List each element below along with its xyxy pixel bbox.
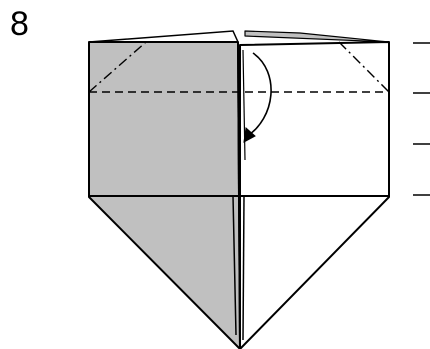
step-number: 8 bbox=[10, 5, 29, 43]
center-inner-edge-left bbox=[232, 195, 237, 336]
top-left-edge-layers bbox=[88, 30, 239, 43]
mountain-fold-right bbox=[338, 41, 390, 93]
center-vertical-edge bbox=[237, 41, 241, 349]
arrowhead-icon bbox=[243, 127, 256, 143]
top-gray-sliver bbox=[244, 30, 390, 43]
mountain-fold-left bbox=[88, 41, 147, 93]
center-inner-edge-right bbox=[242, 195, 245, 341]
curved-fold-arrow-icon bbox=[245, 52, 272, 138]
